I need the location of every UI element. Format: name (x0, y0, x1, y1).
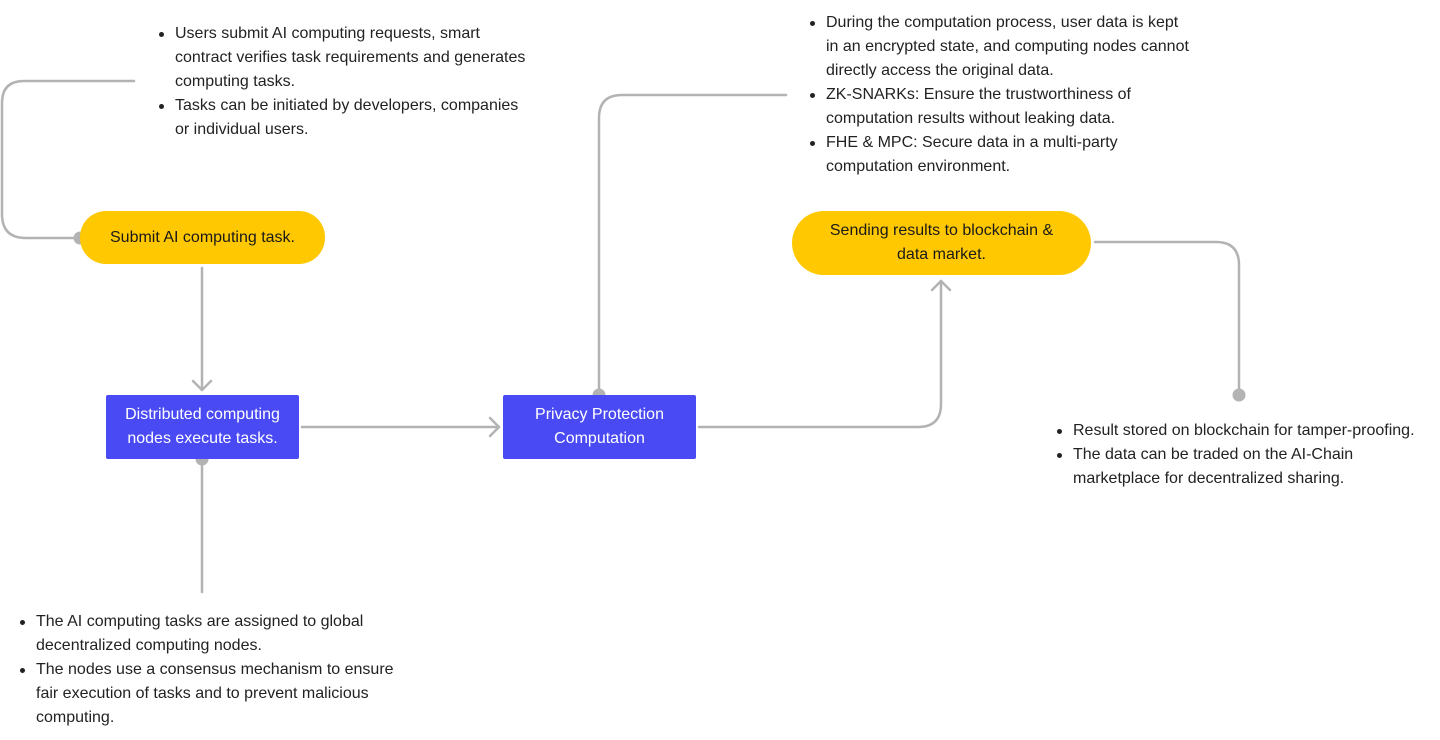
node-distributed-computing-label: Distributed computing nodes execute task… (125, 406, 280, 447)
node-send-results-label: Sending results to blockchain & data mar… (829, 222, 1054, 263)
note-distributed: The AI computing tasks are assigned to g… (20, 610, 395, 730)
node-distributed-computing: Distributed computing nodes execute task… (106, 395, 299, 459)
note-submit-item: Users submit AI computing requests, smar… (159, 22, 529, 94)
leader-privacy-note (597, 93, 788, 397)
arrowhead-submit-to-distributed (191, 379, 213, 392)
leader-submit-note (0, 79, 136, 240)
note-privacy: During the computation process, user dat… (810, 11, 1195, 179)
note-distributed-item: The AI computing tasks are assigned to g… (20, 610, 395, 658)
note-privacy-item: During the computation process, user dat… (810, 11, 1195, 83)
note-submit-item: Tasks can be initiated by developers, co… (159, 94, 529, 142)
arrowhead-distributed-to-privacy (488, 416, 501, 438)
node-privacy-protection: Privacy Protection Computation (503, 395, 696, 459)
note-privacy-item: ZK-SNARKs: Ensure the trustworthiness of… (810, 83, 1195, 131)
node-submit-task: Submit AI computing task. (80, 211, 325, 264)
connector-dot-results (1232, 388, 1246, 402)
node-privacy-protection-label: Privacy Protection Computation (535, 406, 664, 447)
note-privacy-item: FHE & MPC: Secure data in a multi-party … (810, 131, 1195, 179)
note-results: Result stored on blockchain for tamper-p… (1057, 419, 1432, 491)
note-results-item: Result stored on blockchain for tamper-p… (1057, 419, 1432, 443)
leader-results-note (1093, 240, 1241, 397)
node-send-results: Sending results to blockchain & data mar… (792, 211, 1091, 275)
note-submit: Users submit AI computing requests, smar… (159, 22, 529, 142)
arrowhead-privacy-to-results (930, 279, 952, 292)
node-submit-task-label: Submit AI computing task. (110, 228, 295, 246)
note-results-item: The data can be traded on the AI-Chain m… (1057, 443, 1432, 491)
note-distributed-item: The nodes use a consensus mechanism to e… (20, 658, 395, 730)
arrow-privacy-to-results (697, 279, 943, 429)
